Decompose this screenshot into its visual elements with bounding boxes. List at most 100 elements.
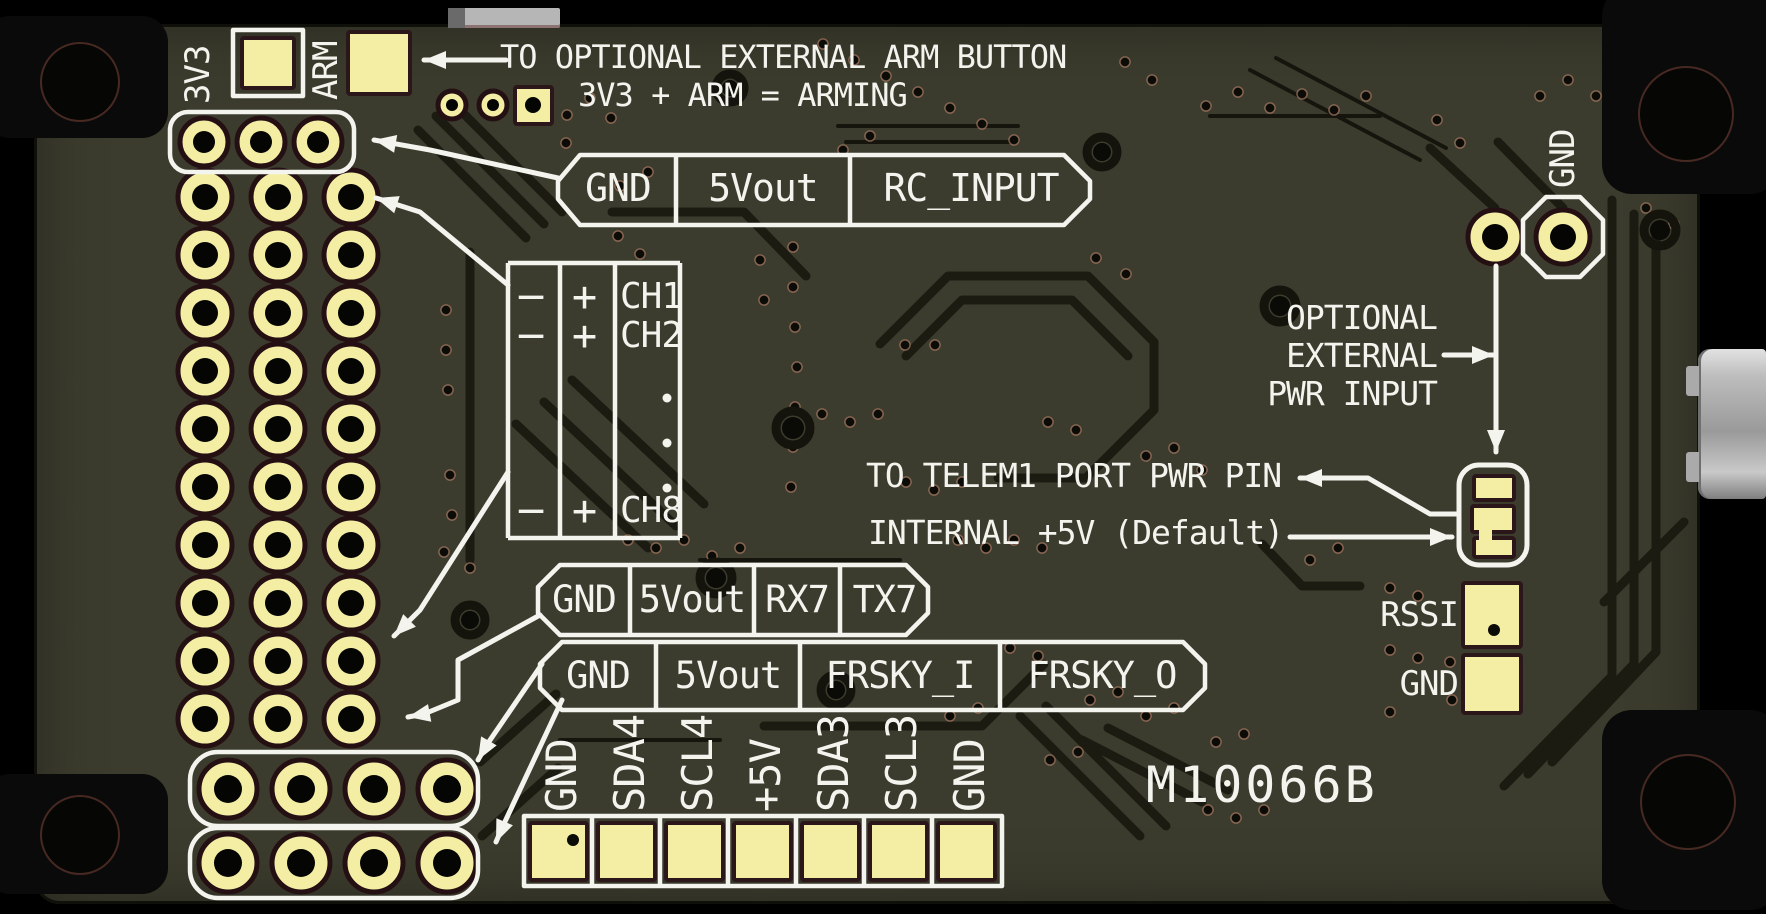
pad-hole [250, 131, 272, 153]
pad-label-3v3: 3V3 [178, 45, 218, 104]
annotation-arrows [371, 51, 1505, 845]
pad-hole [265, 532, 291, 558]
aux-row2-outline [187, 825, 481, 901]
pad-hole [338, 532, 364, 558]
rc-header-cell-gnd: GND [585, 166, 652, 210]
pad-hole [192, 242, 218, 268]
mount-tab-bottom-right [1602, 710, 1766, 910]
via-field [438, 38, 1681, 824]
pad-hole [487, 99, 499, 111]
pad-hole [265, 358, 291, 384]
uart-header-box [535, 562, 931, 638]
pad-hole [1550, 224, 1576, 250]
copper-traces [413, 56, 1689, 841]
i2c-label-5v: +5V [741, 739, 790, 812]
rc-header-cell-rcinput: RC_INPUT [883, 166, 1059, 210]
pad [1472, 474, 1516, 502]
pad-hole [338, 706, 364, 732]
pad-label-arm: ARM [306, 41, 346, 100]
i2c-label-scl4: SCL4 [673, 714, 722, 812]
pad-hole [214, 775, 242, 803]
pad-hole [433, 849, 461, 877]
pad-hole [192, 648, 218, 674]
pad-hole [265, 590, 291, 616]
pad-hole [265, 416, 291, 442]
pad-hole [265, 300, 291, 326]
pad [596, 821, 657, 882]
mount-tab-top-right [1602, 0, 1766, 194]
through-hole-pads [175, 88, 1593, 895]
i2c-label-sda4: SDA4 [605, 714, 654, 812]
silkscreen-outlines [167, 27, 1606, 901]
channel-table [505, 260, 683, 541]
arm-button-side-view [448, 8, 560, 28]
pad-hole [192, 358, 218, 384]
ch8-minus: - [502, 484, 560, 533]
pwr-note-line3: PWR INPUT [1267, 374, 1438, 413]
pad-hole [1482, 224, 1508, 250]
pad-hole [338, 300, 364, 326]
pad-hole [265, 184, 291, 210]
pad-hole [192, 184, 218, 210]
pad-hole [338, 358, 364, 384]
ch1-minus: - [502, 270, 560, 319]
rc-header-box [555, 152, 1093, 228]
pad-hole [338, 416, 364, 442]
pad [240, 36, 296, 90]
pad [1472, 536, 1516, 559]
frsky-cell-frsky-i: FRSKY_I [825, 654, 976, 697]
arm-note-line2: 3V3 + ARM = ARMING [578, 76, 908, 114]
pad-hole [265, 474, 291, 500]
pwr-note-line2: EXTERNAL [1286, 336, 1438, 375]
uart-cell-gnd: GND [552, 578, 617, 621]
part-number: M10066B [1146, 756, 1378, 814]
ch8-plus: + [571, 486, 597, 535]
pad-hole [446, 99, 458, 111]
pad-hole [287, 849, 315, 877]
pad-label-rssi: RSSI [1380, 595, 1459, 635]
mount-hole-icon [40, 795, 120, 875]
ch1-plus: + [571, 272, 597, 321]
pad-hole [192, 474, 218, 500]
ch2-label: CH2 [620, 315, 683, 356]
usb-shell-tab [1686, 452, 1699, 482]
frsky-cell-gnd: GND [566, 654, 631, 697]
pad-hole [193, 131, 215, 153]
pad-hole [192, 300, 218, 326]
mount-tab-bottom-left [0, 774, 168, 894]
pad-hole [265, 242, 291, 268]
ch2-minus: - [502, 309, 560, 358]
ch2-plus: + [571, 311, 597, 360]
pad [936, 821, 997, 882]
pad-hole [338, 242, 364, 268]
pad-hole [338, 590, 364, 616]
pad-hole [192, 532, 218, 558]
solder-jumper-bridge [1479, 522, 1492, 542]
frsky-cell-5vout: 5Vout [674, 654, 782, 697]
frsky-header-box [537, 639, 1208, 713]
pad-label-gnd-bottom-right: GND [1399, 664, 1459, 704]
pad-3v3-outline [230, 27, 306, 99]
pad-hole [433, 775, 461, 803]
pad [800, 821, 861, 882]
pwr-note-line1: OPTIONAL [1286, 298, 1438, 337]
usb-connector [1698, 349, 1766, 499]
pad-hole [192, 590, 218, 616]
rc-3pin-connector-outline [167, 109, 357, 175]
pad-hole [338, 474, 364, 500]
pad-hole [265, 706, 291, 732]
usb-shell-tab [1686, 366, 1699, 396]
gnd-pad-octagon-outline [1520, 194, 1606, 280]
mount-hole-icon [1640, 754, 1736, 850]
i2c-pad-row-outline [521, 813, 1005, 889]
i2c-label-gnd-2: GND [945, 739, 994, 812]
pad [868, 821, 929, 882]
pad-hole [192, 706, 218, 732]
pad [1470, 504, 1516, 534]
pad-hole [338, 184, 364, 210]
pad [346, 30, 412, 96]
pad-hole [214, 849, 242, 877]
mount-hole-icon [40, 42, 120, 122]
mount-hole-icon [1638, 66, 1734, 162]
